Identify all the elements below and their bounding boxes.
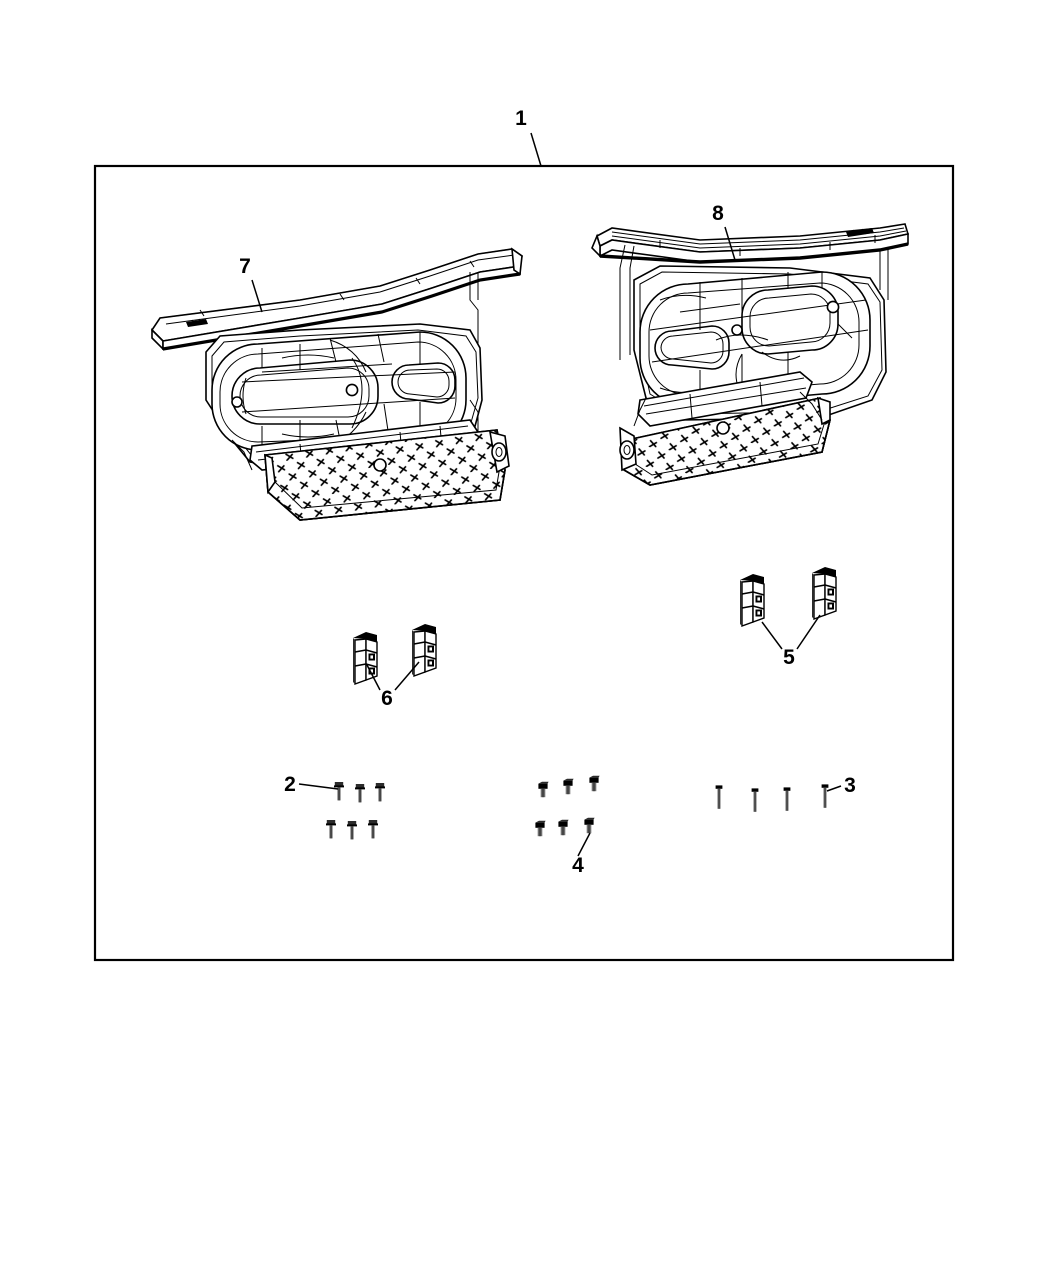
leader-1 — [530, 132, 542, 167]
left-door-right-opening — [391, 362, 456, 404]
callout-label-7: 7 — [239, 255, 251, 278]
bracket-clip — [739, 573, 765, 627]
leader-7 — [251, 279, 263, 313]
callout-label-2: 2 — [284, 773, 296, 796]
callout-label-8: 8 — [712, 202, 724, 225]
leader-5a — [761, 621, 783, 650]
right-door-upper-rail — [591, 223, 910, 264]
bracket-clip — [811, 566, 837, 620]
right-door-inner-tube — [741, 285, 839, 355]
right-half-door — [591, 223, 910, 486]
callout-label-1: 1 — [515, 107, 527, 130]
callout-numbers: 1 7 8 6 5 2 3 4 — [239, 107, 856, 877]
leader-8 — [724, 226, 736, 261]
left-door-upper-rail — [150, 247, 523, 351]
right-door-internal-webs — [649, 272, 869, 410]
leader-4 — [577, 832, 591, 857]
left-half-door — [150, 247, 523, 521]
leader-5b — [796, 614, 821, 650]
callout-label-6: 6 — [381, 687, 393, 710]
leader-3 — [826, 785, 842, 792]
bracket-clip — [411, 623, 437, 677]
leader-6b — [394, 661, 420, 691]
left-door-inner-tube — [231, 359, 379, 425]
leader-2 — [298, 783, 339, 790]
callout-label-5: 5 — [783, 646, 795, 669]
callout-label-3: 3 — [844, 774, 856, 797]
callout-label-4: 4 — [572, 854, 584, 877]
leader-6a — [366, 664, 381, 691]
right-door-left-opening — [654, 325, 730, 370]
callout-leaders — [251, 132, 842, 857]
